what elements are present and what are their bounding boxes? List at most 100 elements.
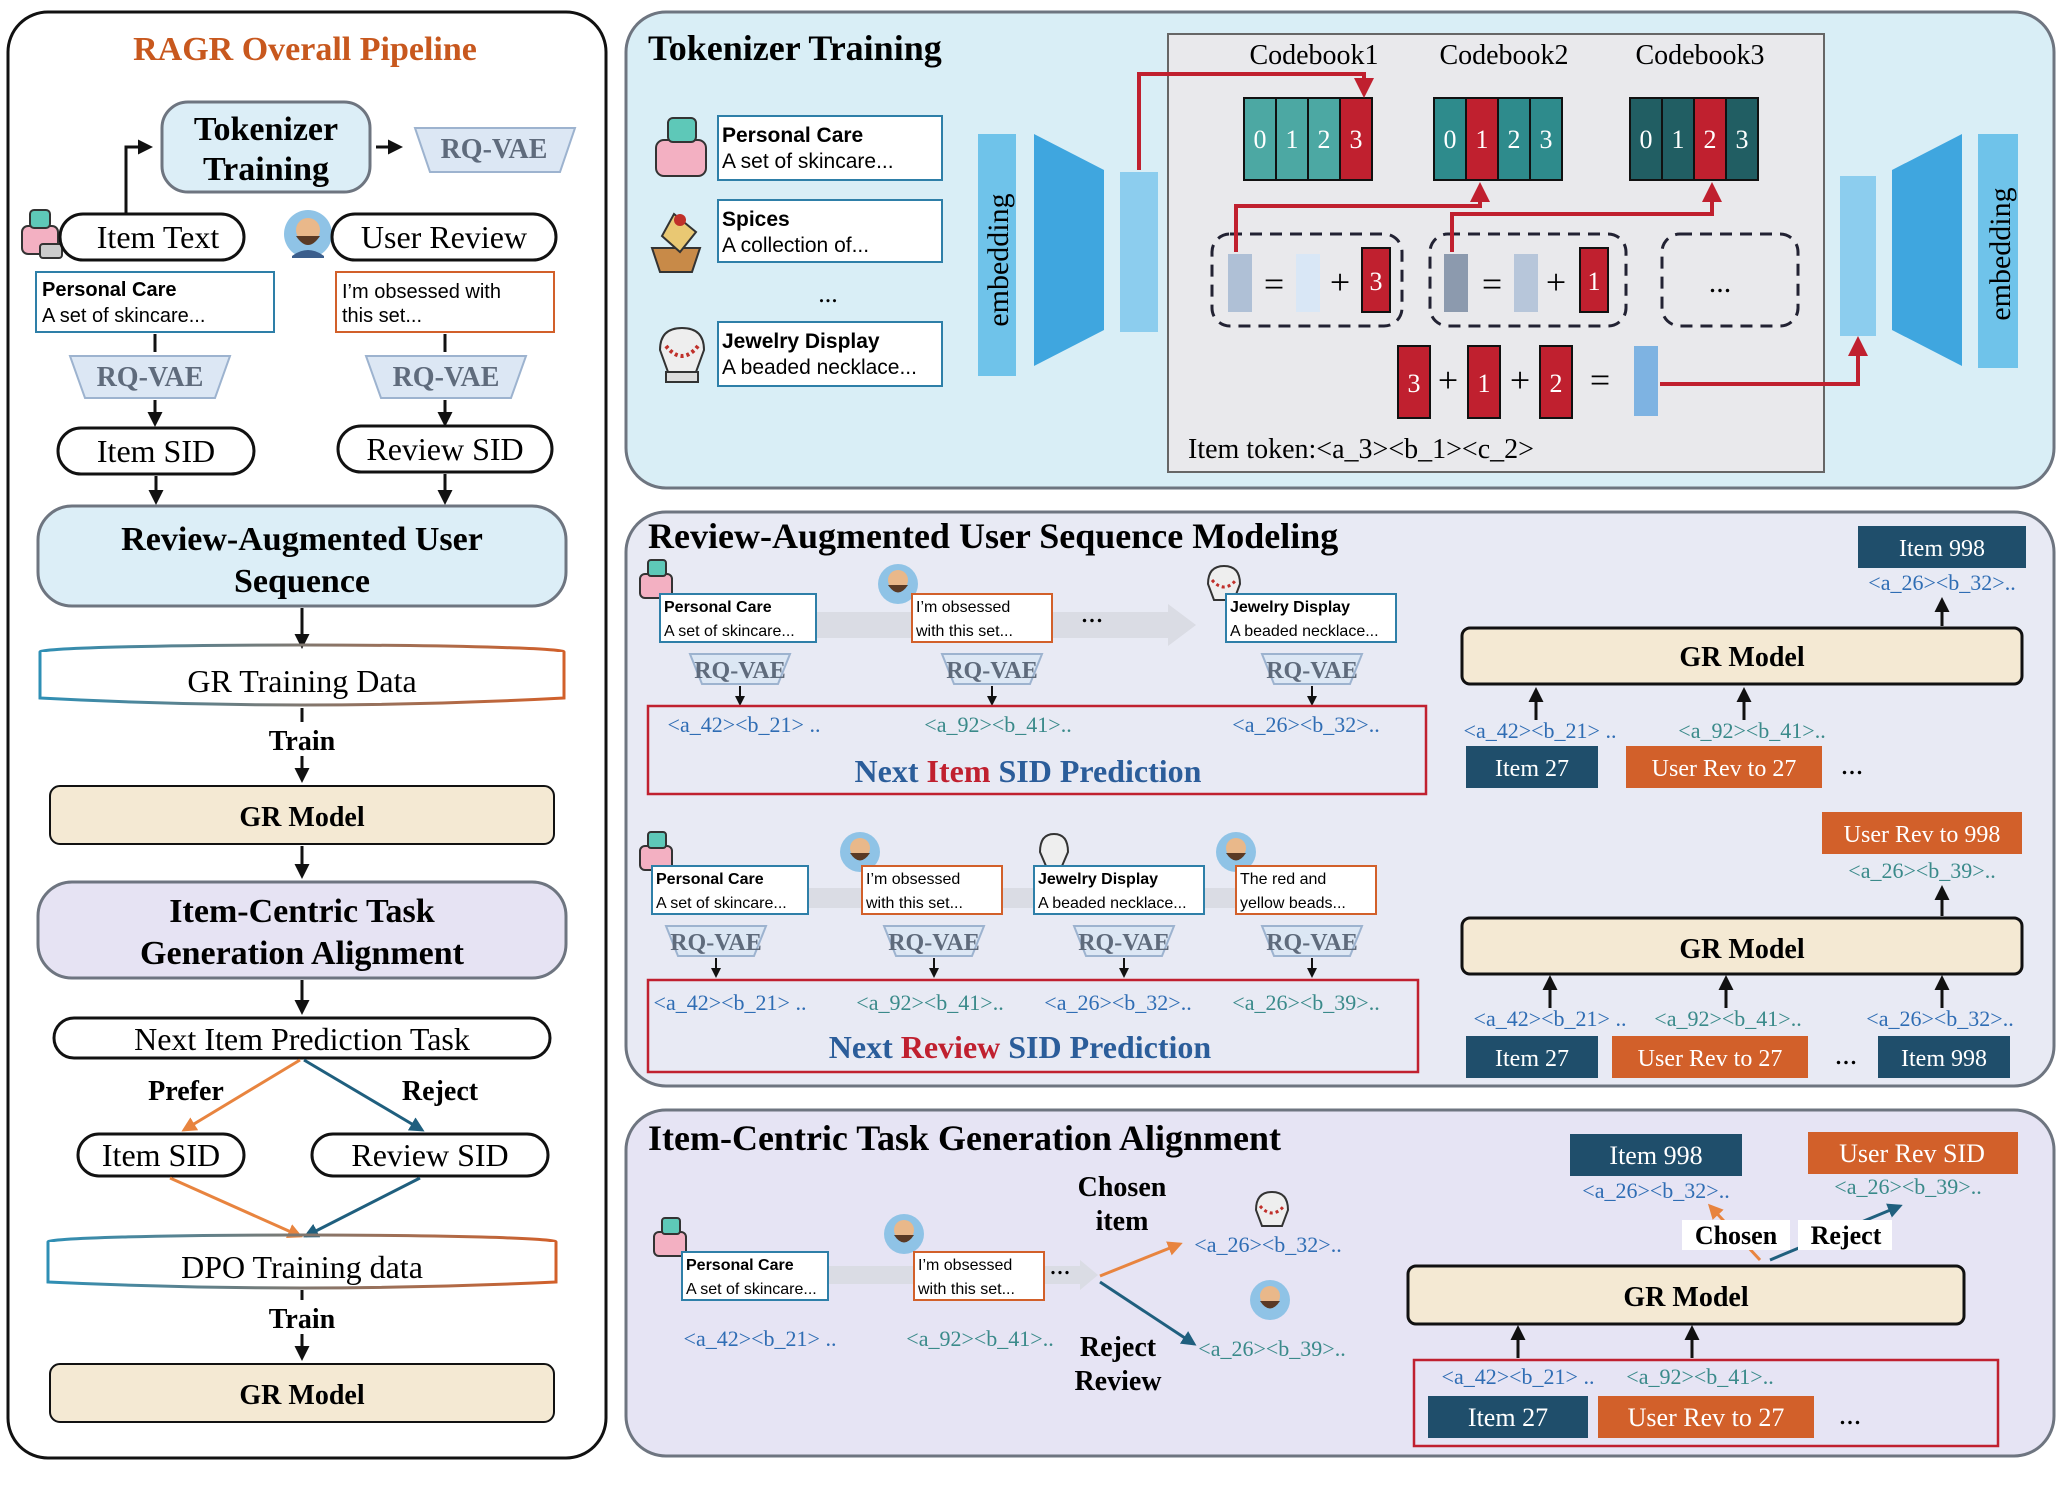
rasm-gr2-in-item998 <box>1878 1036 2010 1078</box>
rqvae-left-item-label: RQ-VAE <box>97 362 204 393</box>
row1-card-3 <box>1225 593 1397 643</box>
icta-out1-label: Item 998 <box>1609 1141 1702 1170</box>
row2-sid-3: <a_26><b_32>.. <box>1044 990 1191 1015</box>
encoder-latent-bar <box>1120 172 1158 332</box>
rasm-gr1-in-sid-1: <a_42><b_21> .. <box>1464 718 1617 743</box>
icta-avatar-icon <box>884 1214 924 1254</box>
item-sid-pill <box>56 426 256 476</box>
codebook-3-cell-2-label: 2 <box>1704 125 1717 154</box>
icta-card-2 <box>913 1251 1045 1301</box>
codebook-1-cell-1-label: 1 <box>1286 125 1299 154</box>
residual-box-1 <box>1210 232 1404 328</box>
icta-gr-dots: ... <box>1839 1398 1862 1431</box>
tok-item-card-1-title: Personal Care <box>722 124 863 147</box>
icta-input-box <box>1412 1358 2000 1448</box>
codebook-label-1: Codebook1 <box>1249 40 1378 71</box>
review-card-left-line1: I’m obsessed with <box>342 281 501 303</box>
codebook-1-cell-2-label: 2 <box>1318 125 1331 154</box>
review-augmented-line2: Sequence <box>234 563 370 600</box>
train-label-1: Train <box>269 726 336 757</box>
decoder-embedding-label: embedding <box>1984 187 2017 320</box>
decoder-embedding-bar <box>1978 134 2018 368</box>
icta-avatar-icon-2 <box>1250 1280 1290 1320</box>
dpo-training-data-label: DPO Training data <box>181 1249 423 1285</box>
icta-sid-1: <a_42><b_21> .. <box>684 1326 837 1351</box>
icta-chosen-label: Chosen <box>1695 1221 1778 1250</box>
left-panel: RAGR Overall Pipeline Tokenizer Training… <box>6 10 608 1460</box>
icta-jewelry-icon <box>1254 1190 1290 1227</box>
row2-sid-1: <a_42><b_21> .. <box>654 990 807 1015</box>
row1-sid-1: <a_42><b_21> .. <box>668 712 821 737</box>
rqvae-left-review <box>364 355 528 399</box>
gr-model-left-2-label: GR Model <box>239 1380 364 1411</box>
row1-card-2 <box>911 593 1053 643</box>
review-augmented-line1: Review-Augmented User <box>121 521 483 558</box>
tok-item-card-1-desc: A set of skincare... <box>722 150 894 173</box>
rqvae-left-item <box>68 355 232 399</box>
rasm-gr2-dots: ... <box>1835 1038 1858 1071</box>
rasm-out2-sid: <a_26><b_39>.. <box>1848 858 1995 883</box>
icta-reject-review-2: Review <box>1074 1366 1162 1397</box>
icta-reject-label: Reject <box>1811 1221 1882 1250</box>
icta-gr-model[interactable] <box>1406 1264 1966 1326</box>
icta-card-1-l1: Personal Care <box>686 1257 794 1274</box>
row2-prediction-label: Next Review SID Prediction <box>829 1029 1212 1065</box>
icta-gr-in-sid-1: <a_42><b_21> .. <box>1442 1364 1595 1389</box>
row1-prediction-label: Next Item SID Prediction <box>855 753 1202 789</box>
icta-gr-in-rev27 <box>1598 1396 1814 1438</box>
rasm-out1-sid: <a_26><b_32>.. <box>1868 570 2015 595</box>
review-sid-bottom-label: Review SID <box>351 1137 508 1173</box>
icgta-line2: Generation Alignment <box>140 935 465 972</box>
row2-jewelry-icon <box>1038 832 1070 867</box>
rasm-gr1-in-sid-2: <a_92><b_41>.. <box>1678 718 1825 743</box>
dpo-training-data-cylinder <box>46 1233 558 1290</box>
rasm-out1-box <box>1858 526 2026 568</box>
row1-skincare-icon <box>639 559 673 599</box>
train-label-2: Train <box>269 1304 336 1335</box>
rasm-gr-model-1[interactable] <box>1460 626 2024 686</box>
rasm-out2-label: User Rev to 998 <box>1844 822 2001 848</box>
rasm-gr-model-2[interactable] <box>1460 916 2024 976</box>
tok-item-card-2-desc: A collection of... <box>722 234 869 257</box>
rasm-gr1-in-item27-label: Item 27 <box>1495 756 1569 782</box>
row1-card-2-l1: I’m obsessed <box>916 599 1010 616</box>
icta-out-sid-2: <a_26><b_39>.. <box>1198 1336 1345 1361</box>
icta-chosen-item-2: item <box>1096 1206 1149 1237</box>
sum-value-2: 1 <box>1478 369 1491 398</box>
res2-value: 1 <box>1588 267 1601 296</box>
rasm-gr1-in-rev27 <box>1626 746 1822 788</box>
row1-card-2-l2: with this set... <box>915 623 1013 640</box>
rasm-gr-model-1-label: GR Model <box>1679 642 1804 673</box>
icta-panel: Item-Centric Task Generation Alignment P… <box>624 1108 2056 1458</box>
icta-gr-in-rev27-label: User Rev to 27 <box>1628 1403 1785 1432</box>
row2-card-1 <box>651 865 809 915</box>
icgta-box-left <box>36 880 568 980</box>
row1-rqvae-1: RQ-VAE <box>694 658 786 684</box>
rasm-gr2-in-item998-label: Item 998 <box>1901 1046 1987 1072</box>
codebook-1-cell-0-label: 0 <box>1254 125 1267 154</box>
left-title: RAGR Overall Pipeline <box>133 31 477 68</box>
icta-gr-in-item27 <box>1428 1396 1588 1438</box>
item-text-label: Item Text <box>97 219 220 255</box>
rasm-panel: Review-Augmented User Sequence Modeling … <box>624 510 2056 1088</box>
gr-model-left-1-label: GR Model <box>239 802 364 833</box>
row2-rqvae-2: RQ-VAE <box>888 930 980 956</box>
gr-training-data-label: GR Training Data <box>187 663 416 699</box>
tok-item-card-3-desc: A beaded necklace... <box>722 356 917 379</box>
row1-card-1-l2: A set of skincare... <box>664 623 795 640</box>
item-sid-pill-bottom <box>76 1132 246 1178</box>
row2-skincare-icon <box>639 831 673 871</box>
icta-out2-label: User Rev SID <box>1839 1139 1985 1168</box>
sum-eq: = <box>1590 360 1610 400</box>
rasm-gr2-in-sid-2: <a_92><b_41>.. <box>1654 1006 1801 1031</box>
row2-card-1-l2: A set of skincare... <box>656 895 787 912</box>
row1-card-1-l1: Personal Care <box>664 599 772 616</box>
row1-rqvae-3: RQ-VAE <box>1266 658 1358 684</box>
gr-model-left-2 <box>49 1363 555 1423</box>
codebook-1-cell-3 <box>1339 97 1373 181</box>
user-review-label: User Review <box>361 219 527 255</box>
res2-plus: + <box>1546 262 1566 302</box>
review-sid-pill-top <box>336 424 554 474</box>
icta-out1-box <box>1570 1134 1742 1176</box>
